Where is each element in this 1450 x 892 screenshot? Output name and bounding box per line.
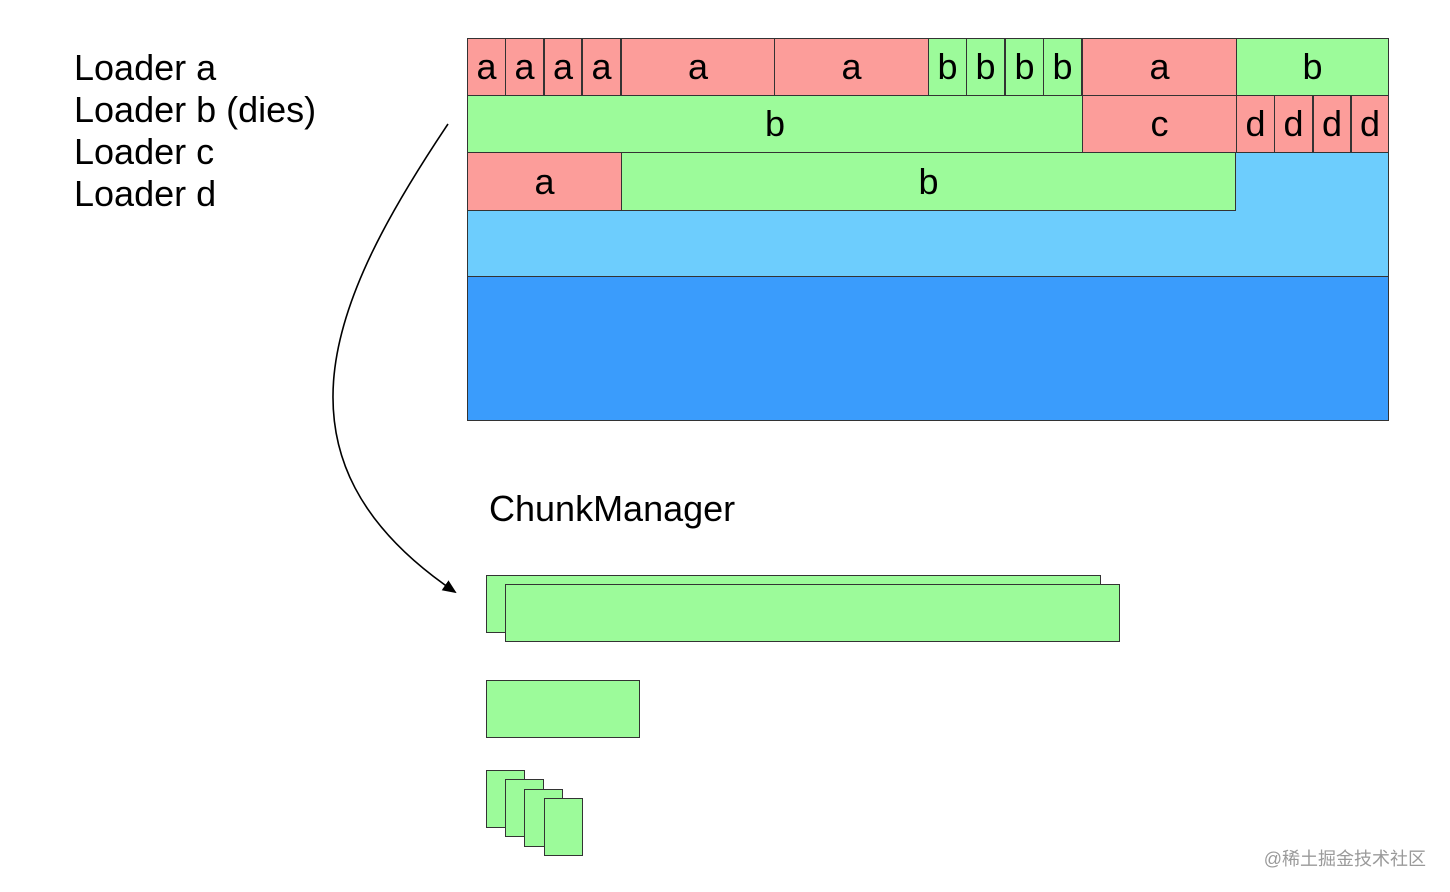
memory-cell-d: d bbox=[1236, 95, 1275, 153]
memory-cell-d: d bbox=[1274, 95, 1313, 153]
chunk-manager-title: ChunkManager bbox=[489, 488, 736, 529]
free-space-light bbox=[467, 210, 1389, 277]
legend-loader-a: Loader a bbox=[74, 47, 217, 88]
free-space-dark bbox=[467, 276, 1389, 421]
memory-cell-b: b bbox=[1236, 38, 1389, 96]
free-space-light-corner bbox=[1236, 152, 1389, 212]
legend-loader-d: Loader d bbox=[74, 173, 217, 214]
memory-cell-a: a bbox=[621, 38, 775, 96]
memory-cell-b: b bbox=[467, 95, 1083, 153]
memory-cell-b: b bbox=[1043, 38, 1082, 96]
legend-loader-b: Loader b (dies) bbox=[74, 89, 317, 130]
memory-cell-b: b bbox=[621, 152, 1236, 211]
memory-cell-c: c bbox=[1082, 95, 1237, 153]
memory-cell-a: a bbox=[544, 38, 582, 96]
memory-cell-d: d bbox=[1351, 95, 1389, 153]
memory-cell-a: a bbox=[582, 38, 621, 96]
chunk-medium bbox=[486, 680, 640, 738]
chunk-large-front bbox=[505, 584, 1120, 642]
legend-loader-c: Loader c bbox=[74, 131, 215, 172]
watermark: @稀土掘金技术社区 bbox=[1263, 849, 1426, 869]
memory-cell-a: a bbox=[467, 38, 506, 96]
memory-cell-a: a bbox=[467, 152, 622, 211]
memory-cell-b: b bbox=[928, 38, 967, 96]
memory-cell-b: b bbox=[1005, 38, 1044, 96]
chunk-small-4 bbox=[544, 798, 583, 856]
arrow-path bbox=[332, 123, 457, 594]
memory-cell-a: a bbox=[774, 38, 929, 96]
memory-cell-a: a bbox=[505, 38, 544, 96]
memory-cell-d: d bbox=[1313, 95, 1351, 153]
memory-cell-b: b bbox=[966, 38, 1005, 96]
